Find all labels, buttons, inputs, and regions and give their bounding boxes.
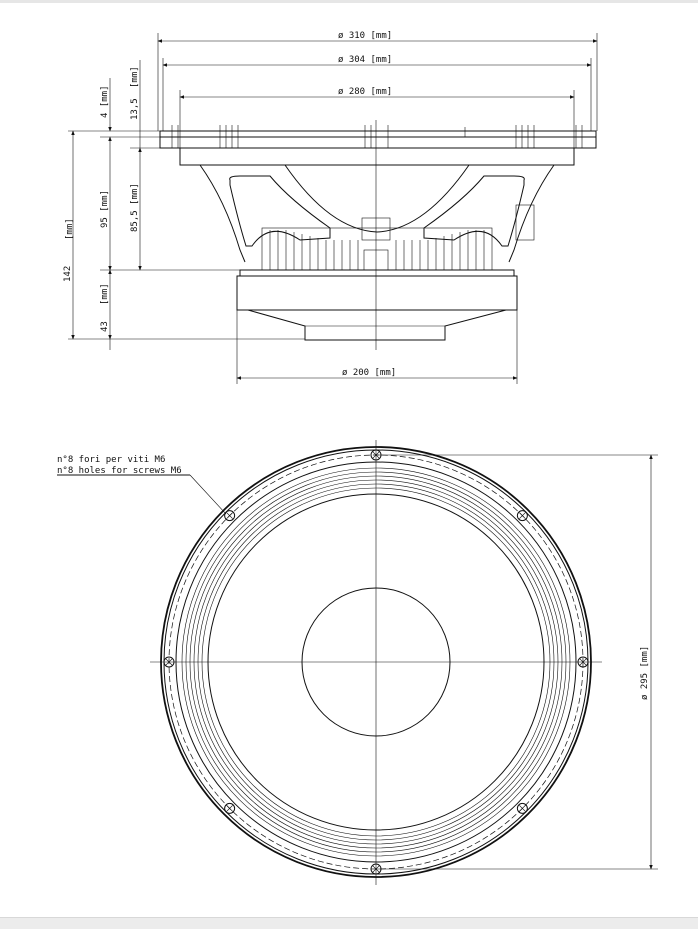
- dim-280: ø 280 [mm]: [179, 87, 575, 148]
- bottom-border: [0, 917, 698, 929]
- mounting-hole: [516, 802, 528, 814]
- dim-95-label: 95 [mm]: [100, 190, 110, 228]
- dim-304: ø 304 [mm]: [162, 55, 592, 131]
- dim-304-label: ø 304 [mm]: [338, 55, 392, 65]
- dim-13-5-label: 13,5: [130, 98, 140, 120]
- dim-43-unit: [mm]: [100, 283, 110, 305]
- hole-cross-mark: [519, 805, 526, 812]
- side-view: ø 310 [mm] ø 304 [mm] ø 280 [mm]: [63, 31, 598, 384]
- dim-85-5-label: 85,5 [mm]: [130, 183, 140, 232]
- mounting-hole: [224, 510, 236, 522]
- dim-43-label: 43: [100, 321, 110, 332]
- dim-310: ø 310 [mm]: [157, 31, 598, 131]
- top-border: [0, 0, 698, 3]
- dim-200: ø 200 [mm]: [236, 310, 518, 384]
- hole-cross-mark: [165, 658, 173, 666]
- mounting-hole: [163, 656, 175, 668]
- cooling-fins: [261, 204, 535, 271]
- dim-200-label: ø 200 [mm]: [342, 368, 396, 378]
- mounting-hole: [516, 510, 528, 522]
- mounting-hole: [224, 802, 236, 814]
- dim-142-unit: [mm]: [65, 218, 75, 240]
- note-italian: n°8 fori per viti M6: [57, 455, 165, 465]
- hole-cross-mark: [226, 512, 233, 519]
- dim-280-label: ø 280 [mm]: [338, 87, 392, 97]
- hole-cross-mark: [226, 805, 233, 812]
- hole-cross-mark: [579, 658, 587, 666]
- hole-cross-mark: [519, 512, 526, 519]
- dim-13-5-unit: [mm]: [130, 66, 140, 88]
- front-view: n°8 fori per viti M6 n°8 holes for screw…: [57, 440, 658, 885]
- dim-142-label: 142: [63, 266, 73, 282]
- dim-4-label: 4 [mm]: [100, 85, 110, 118]
- dim-310-label: ø 310 [mm]: [338, 31, 392, 41]
- mounting-holes: [163, 449, 589, 875]
- dim-295-label: ø 295 [mm]: [640, 646, 650, 700]
- note-english: n°8 holes for screws M6: [57, 466, 182, 476]
- mounting-hole: [577, 656, 589, 668]
